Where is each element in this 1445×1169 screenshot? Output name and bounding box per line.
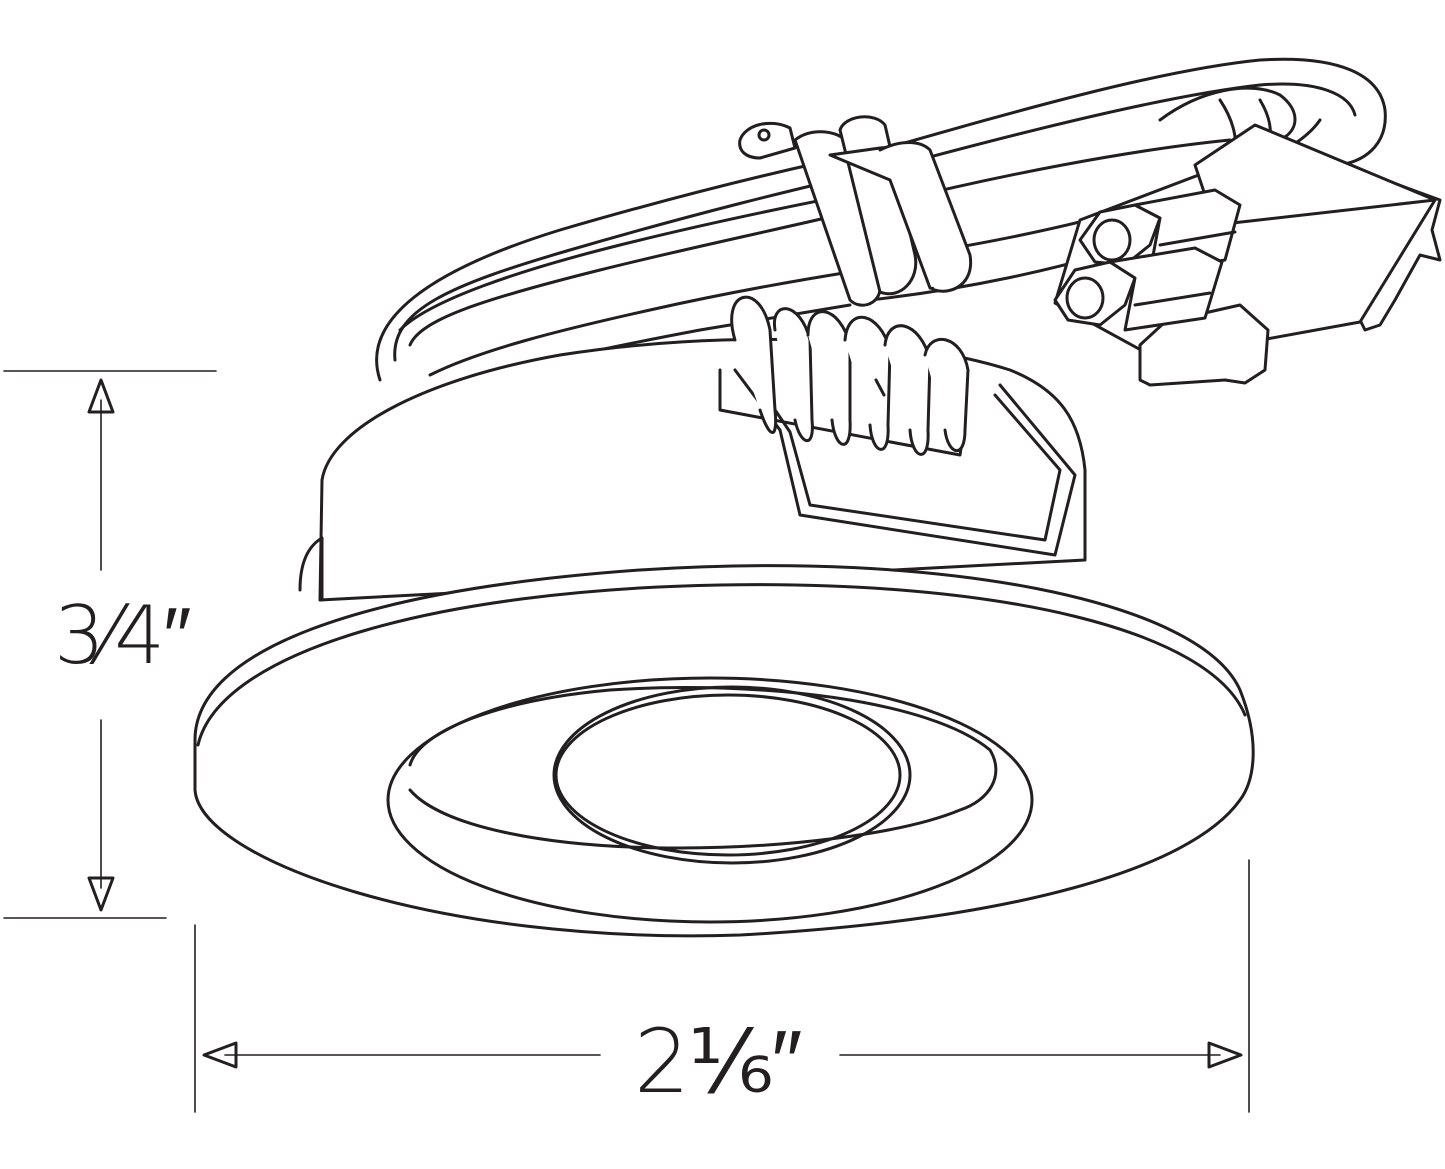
arrow-left-icon — [202, 1041, 238, 1069]
two-pin-connector — [1053, 123, 1442, 387]
cable-tie — [738, 115, 973, 307]
height-dimension-label: 3⁄4″ — [54, 589, 191, 682]
width-dimension-lines — [194, 859, 1250, 1113]
width-dimension-label: 2⅙″ — [628, 1018, 807, 1106]
trim-ring — [193, 564, 1255, 938]
arrow-right-icon — [1207, 1041, 1243, 1069]
arrow-down-icon — [87, 876, 115, 912]
arrow-up-icon — [87, 378, 115, 414]
coil-spring — [730, 295, 970, 456]
lens-assembly — [386, 676, 1034, 924]
height-dimension-lines — [3, 370, 217, 919]
